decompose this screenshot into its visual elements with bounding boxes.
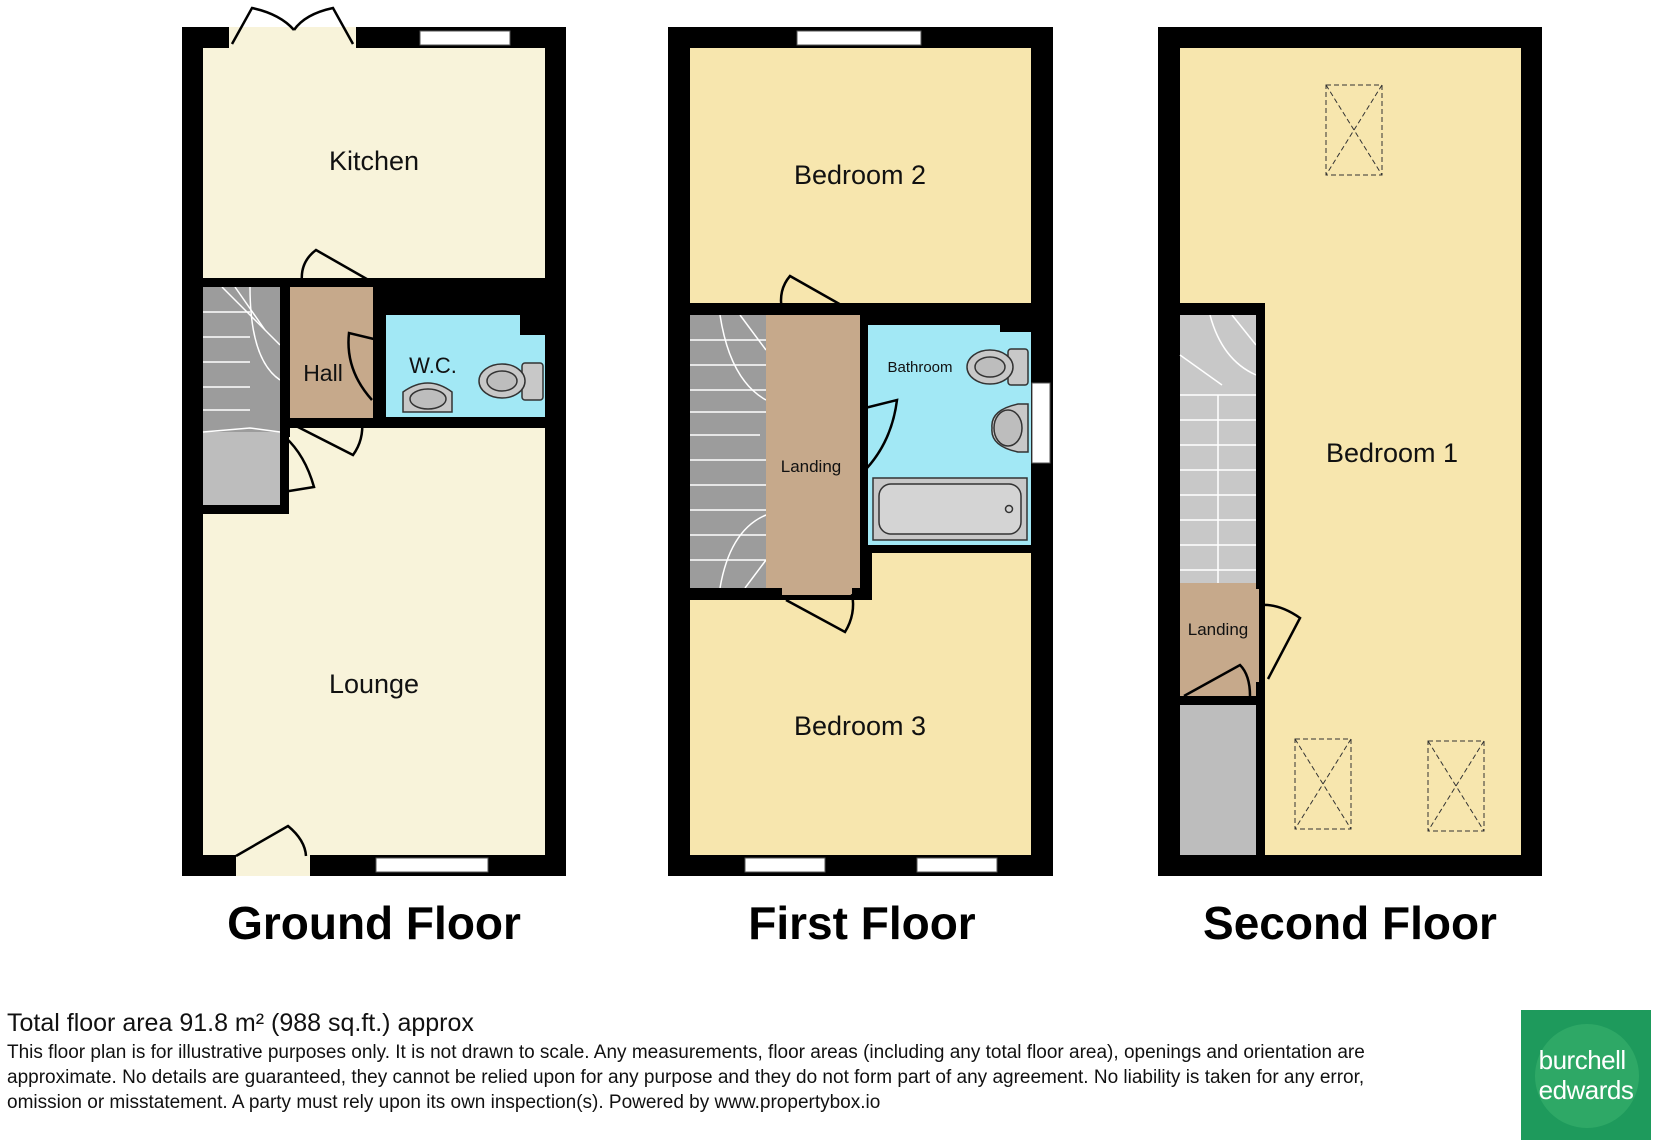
first-floor-title: First Floor xyxy=(748,897,976,949)
first-door-swings xyxy=(779,274,899,634)
wc-basin xyxy=(402,382,453,413)
burchell-edwards-logo: burchell edwards xyxy=(1521,1010,1651,1140)
total-floor-area: Total floor area 91.8 m² (988 sq.ft.) ap… xyxy=(7,1009,474,1037)
ground-floor-title: Ground Floor xyxy=(227,897,521,949)
ground-storage xyxy=(203,432,280,505)
bedroom3-window-left xyxy=(744,857,826,873)
bathroom-bath xyxy=(872,477,1028,541)
ground-wall-f xyxy=(203,505,289,514)
ground-stair-treads xyxy=(202,286,281,433)
first-wall-b xyxy=(852,303,1031,315)
ground-wall-b xyxy=(373,278,383,418)
second-wall-c xyxy=(1256,682,1265,855)
first-wall-f xyxy=(690,588,782,600)
lounge-label: Lounge xyxy=(329,669,419,699)
logo-line-2: edwards xyxy=(1538,1075,1634,1105)
bedroom1-label: Bedroom 1 xyxy=(1326,438,1458,468)
second-wall-d xyxy=(1180,696,1186,705)
logo-line-1: burchell xyxy=(1538,1045,1627,1075)
kitchen-label: Kitchen xyxy=(329,146,419,176)
second-wall-a xyxy=(1180,303,1265,315)
first-stairs xyxy=(690,315,766,588)
hall-label: Hall xyxy=(303,360,343,386)
second-floor-title: Second Floor xyxy=(1203,897,1497,949)
ground-stairs xyxy=(203,287,280,435)
first-floor-plan: Bedroom 2 Bathroom Landing Bedroom 3 xyxy=(668,27,1053,876)
first-wall-e xyxy=(868,545,1031,553)
disclaimer-text: This floor plan is for illustrative purp… xyxy=(7,1042,1365,1113)
first-wall-a xyxy=(690,303,766,315)
lounge-room-lower xyxy=(289,515,545,855)
kitchen-french-doors-opening xyxy=(229,27,356,48)
ground-wall-g xyxy=(280,437,289,514)
first-wall-g xyxy=(852,588,872,600)
bedroom2-label: Bedroom 2 xyxy=(794,160,926,190)
bedroom1-room-lower xyxy=(1265,303,1521,855)
bedroom3-window-right xyxy=(916,857,998,873)
bedroom3-room xyxy=(690,600,1031,855)
wc-label: W.C. xyxy=(409,353,457,378)
second-stair-treads xyxy=(1179,314,1257,583)
ground-floor-plan: Kitchen Hall W.C. Lounge xyxy=(182,6,566,876)
bathroom-toilet xyxy=(966,348,1029,386)
wc-corner-wall xyxy=(520,305,545,335)
first-stair-treads xyxy=(690,314,767,589)
first-landing-label: Landing xyxy=(781,457,842,476)
kitchen-window xyxy=(419,30,511,46)
second-landing-label: Landing xyxy=(1188,620,1249,639)
footer: Total floor area 91.8 m² (988 sq.ft.) ap… xyxy=(7,1008,1407,1115)
second-wall-b xyxy=(1256,303,1265,589)
second-storage xyxy=(1180,705,1256,855)
bedroom3-label: Bedroom 3 xyxy=(794,711,926,741)
ground-wall-e xyxy=(280,418,297,428)
ground-door-swings xyxy=(230,6,379,858)
logo-wordmark: burchell edwards xyxy=(1539,1045,1634,1105)
ground-wall-c xyxy=(280,287,290,437)
floor-plan-diagram: Kitchen Hall W.C. Lounge xyxy=(182,6,1542,949)
second-floor-plan: Bedroom 1 Landing xyxy=(1158,27,1542,876)
bedroom2-window xyxy=(796,30,922,46)
bedroom3-room-upper xyxy=(872,553,1031,613)
bathroom-label: Bathroom xyxy=(887,359,952,376)
bathroom-basin xyxy=(991,403,1029,453)
logo-circle xyxy=(1535,1024,1639,1128)
bedroom2-room xyxy=(690,48,1031,303)
first-landing-room xyxy=(766,315,860,595)
lounge-window xyxy=(375,857,489,873)
second-door-swings xyxy=(1183,603,1302,698)
lounge-front-door-opening xyxy=(236,855,310,876)
hall-room xyxy=(290,287,373,418)
wc-toilet xyxy=(478,362,544,401)
bathroom-window xyxy=(1031,382,1051,464)
skylights xyxy=(1294,84,1485,832)
kitchen-room xyxy=(203,48,545,278)
first-wall-d xyxy=(860,470,868,595)
first-wall-c xyxy=(860,315,868,408)
ground-wall-d xyxy=(366,418,545,428)
ground-wall-a xyxy=(203,278,368,287)
